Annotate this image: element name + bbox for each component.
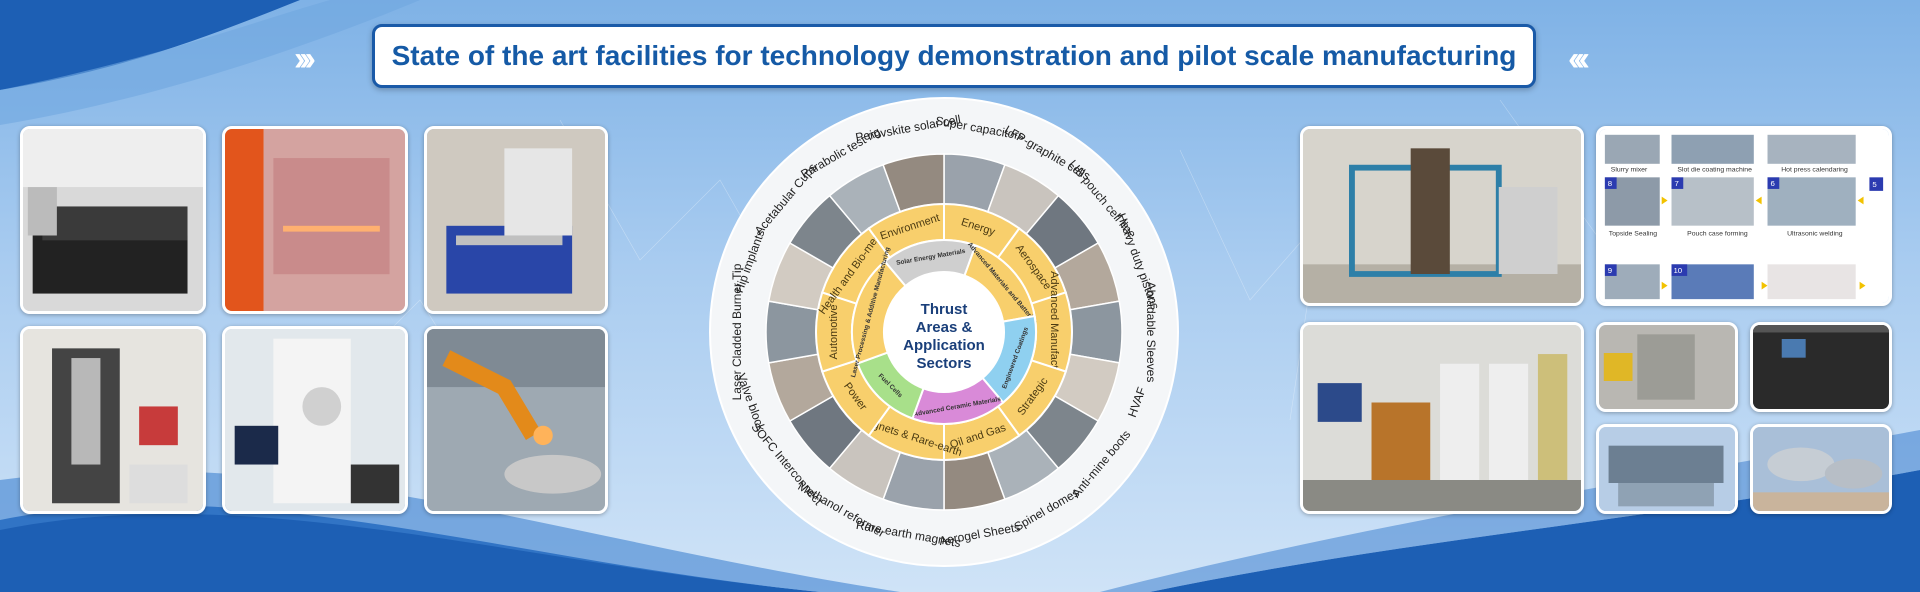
step-9: 9 [1608,266,1612,275]
center-circle [884,272,1004,392]
photo-electrolyser [1300,322,1584,514]
sector-label: Advanced Manufacturing [1048,271,1060,393]
thumbnail-segment [1069,300,1123,364]
center-line-4: Sectors [916,355,971,372]
title-banner: State of the art facilities for technolo… [372,24,1536,88]
label-slot-die: Slot die coating machine [1677,167,1752,174]
photo-microscope [222,326,408,514]
photo-solar-array [1596,424,1738,514]
sector-label: Automotive [828,304,840,359]
photo-blue-structure [1300,126,1584,306]
application-label: Abradable Sleeves [1144,282,1158,383]
center-line-3: Application [903,337,985,354]
label-ultrasonic: Ultrasonic welding [1787,230,1843,237]
thumbnail-segment [765,300,819,364]
photo-reactor-frame [20,326,206,514]
label-hot-press: Hot press calendaring [1781,167,1848,174]
chevron-right-icon: ››› [294,40,316,78]
photo-battery-flow: Slurry mixer Slot die coating machine Ho… [1596,126,1892,306]
label-slurry-mixer: Slurry mixer [1611,167,1648,174]
center-line-2: Areas & [916,319,973,336]
photo-orange-chamber [222,126,408,314]
step-8: 8 [1608,179,1612,188]
step-5: 5 [1872,180,1876,189]
step-6: 6 [1770,179,1774,188]
photo-solar-dishes [1750,424,1892,514]
chevron-left-icon: ‹‹‹ [1568,40,1590,78]
photo-blue-rig [424,126,608,314]
photo-robot-arm [424,326,608,514]
page-title: State of the art facilities for technolo… [391,40,1517,71]
step-7: 7 [1674,179,1678,188]
step-10: 10 [1673,266,1682,275]
center-line-1: Thrust [921,301,968,318]
photo-vessel [1596,322,1738,412]
label-pouch-forming: Pouch case forming [1687,230,1748,237]
application-label: Laser Cladded Burner Tip [730,263,744,400]
label-topside-sealing: Topside Sealing [1609,230,1658,237]
photo-laser-machine [20,126,206,314]
photo-black-cabinet [1750,322,1892,412]
